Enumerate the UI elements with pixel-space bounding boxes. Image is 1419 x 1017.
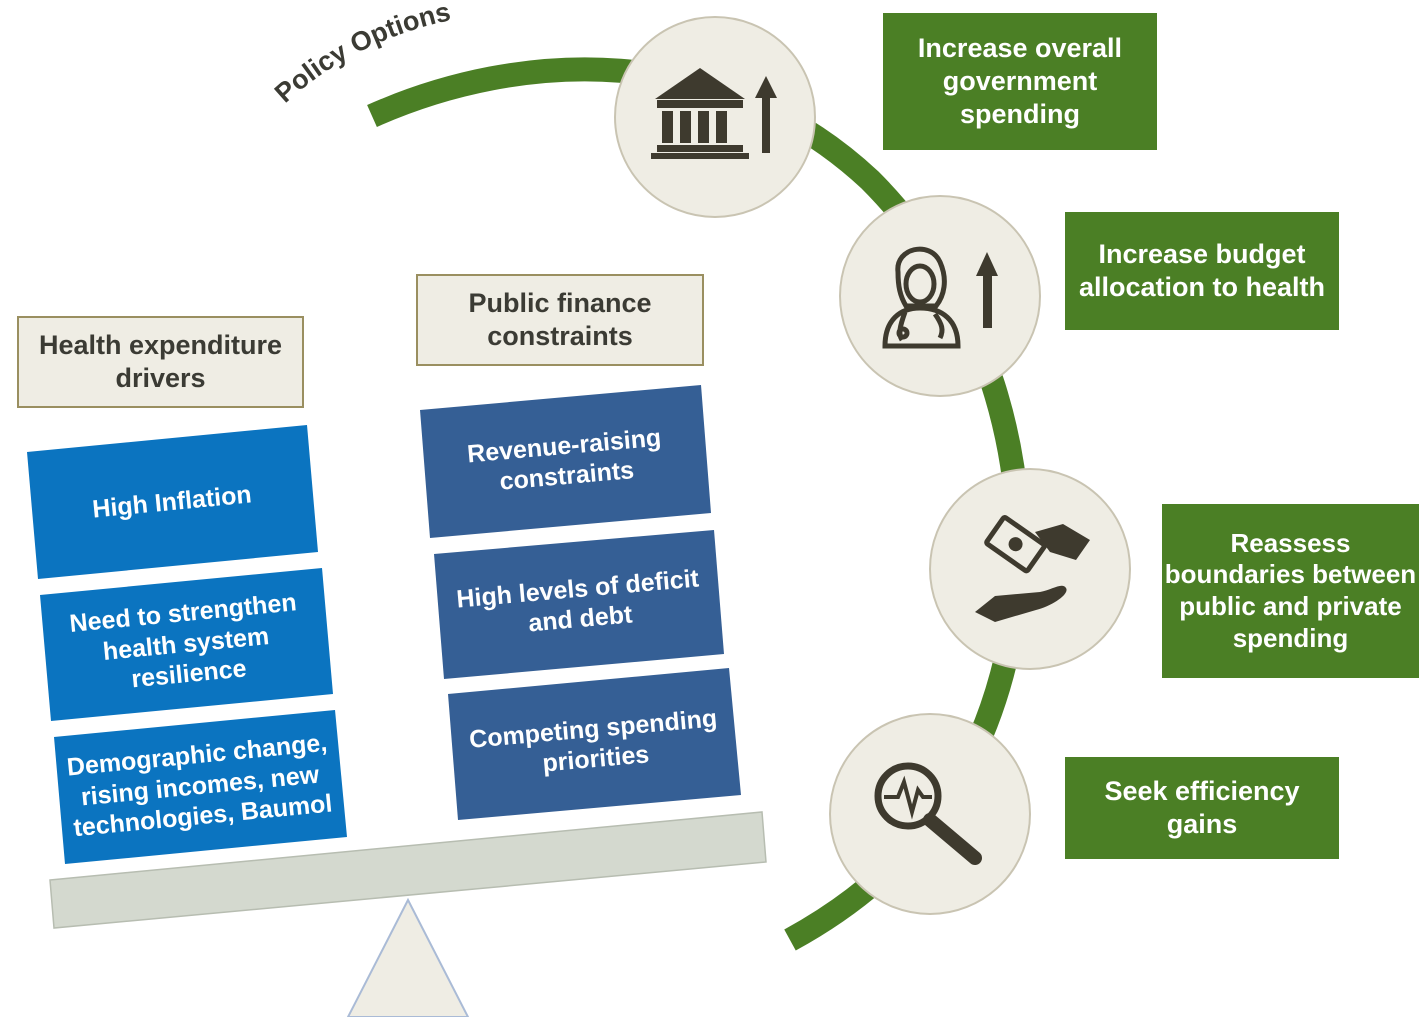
scale-beam [49,811,767,929]
header-health-expenditure-drivers: Health expenditure drivers [17,316,304,408]
money-hand-icon [975,515,1090,622]
up-arrow-icon [976,252,998,328]
header-public-finance-constraints: Public finance constraints [416,274,704,366]
driver-box-2 [40,568,333,721]
scale-fulcrum [346,897,470,1017]
driver-box-1 [27,425,318,579]
government-building-up-arrow-icon [651,68,777,159]
driver-box-3 [54,710,347,864]
constraint-box-2 [434,530,724,679]
option-increase-health-budget: Increase budget allocation to health [1065,212,1339,330]
option-increase-government-spending: Increase overall government spending [883,13,1157,150]
magnifier-pulse-icon [874,762,982,865]
constraint-box-3 [448,668,741,820]
option-seek-efficiency: Seek efficiency gains [1065,757,1339,859]
option-reassess-public-private: Reassess boundaries between public and p… [1162,504,1419,678]
constraint-box-1 [420,385,711,538]
option-circle-1 [614,16,816,218]
health-worker-up-arrow-icon [882,246,961,349]
